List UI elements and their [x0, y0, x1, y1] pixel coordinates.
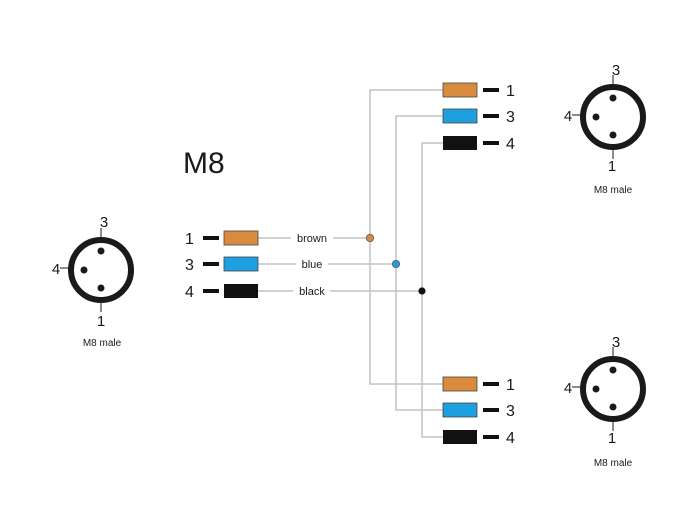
wire-route-blue — [258, 115, 443, 411]
source-wire-ends: 1 3 4 — [185, 230, 259, 301]
wire-label-blue: blue — [302, 259, 323, 271]
connector-pin-label: 1 — [608, 430, 616, 447]
wire-end-brown — [442, 376, 478, 392]
junction-dot-blue — [391, 259, 400, 268]
connector-pin-label: 3 — [612, 62, 620, 79]
connector-pin-dot — [609, 94, 617, 102]
source-pin-stub — [203, 236, 219, 240]
branch-pin-number: 3 — [506, 109, 515, 126]
connector-pin-label: 4 — [564, 108, 572, 125]
wire-routing — [258, 89, 443, 438]
wire-label-black: black — [299, 286, 325, 298]
wire-end-blue — [223, 256, 259, 272]
branch-pin-number: 1 — [506, 377, 515, 394]
source-pin-number: 3 — [185, 257, 194, 274]
connector-right-top: 3 4 1 M8 male — [564, 62, 646, 196]
connector-pin-dot — [609, 366, 617, 374]
connector-pin-dot — [97, 284, 105, 292]
source-pin-stub — [203, 289, 219, 293]
connector-pin-dot — [609, 403, 617, 411]
wire-end-blue — [442, 108, 478, 124]
branch-bottom-wire-ends: 1 3 4 — [442, 376, 515, 447]
connector-pin-dot — [609, 131, 617, 139]
connector-label: M8 male — [594, 185, 633, 196]
connector-pin-dot — [97, 247, 105, 255]
branch-pin-number: 4 — [506, 430, 515, 447]
wire-end-brown — [223, 230, 259, 246]
branch-pin-number: 3 — [506, 403, 515, 420]
branch-pin-stub — [483, 435, 499, 439]
junction-dot-brown — [365, 233, 374, 242]
source-pin-number: 4 — [185, 284, 194, 301]
connector-pin-dot — [592, 113, 600, 121]
wire-end-black — [443, 430, 477, 444]
junction-dot-black — [418, 287, 426, 295]
source-pin-stub — [203, 262, 219, 266]
branch-pin-stub — [483, 114, 499, 118]
connector-pin-dot — [80, 266, 88, 274]
wire-end-black — [443, 136, 477, 150]
branch-pin-stub — [483, 141, 499, 145]
wire-end-brown — [442, 82, 478, 98]
connector-pin-label: 4 — [52, 261, 60, 278]
wire-route-brown — [258, 89, 443, 385]
branch-pin-stub — [483, 382, 499, 386]
diagram-title: M8 — [183, 147, 225, 180]
branch-pin-stub — [483, 88, 499, 92]
connector-pin-label: 3 — [100, 214, 108, 231]
connector-pin-label: 4 — [564, 380, 572, 397]
connector-right-bottom: 3 4 1 M8 male — [564, 334, 646, 469]
connector-pin-dot — [592, 385, 600, 393]
connector-pin-label: 3 — [612, 334, 620, 351]
source-pin-number: 1 — [185, 231, 194, 248]
wire-end-blue — [442, 402, 478, 418]
connector-left: 3 4 1 M8 male — [52, 214, 134, 349]
branch-pin-stub — [483, 408, 499, 412]
branch-pin-number: 4 — [506, 136, 515, 153]
wire-label-brown: brown — [297, 233, 327, 245]
branch-pin-number: 1 — [506, 83, 515, 100]
branch-top-wire-ends: 1 3 4 — [442, 82, 515, 153]
wire-route-black — [258, 142, 443, 438]
connector-label: M8 male — [594, 458, 633, 469]
connector-label: M8 male — [83, 338, 122, 349]
connector-pin-label: 1 — [97, 313, 105, 330]
wire-end-black — [224, 284, 258, 298]
connector-pin-label: 1 — [608, 158, 616, 175]
